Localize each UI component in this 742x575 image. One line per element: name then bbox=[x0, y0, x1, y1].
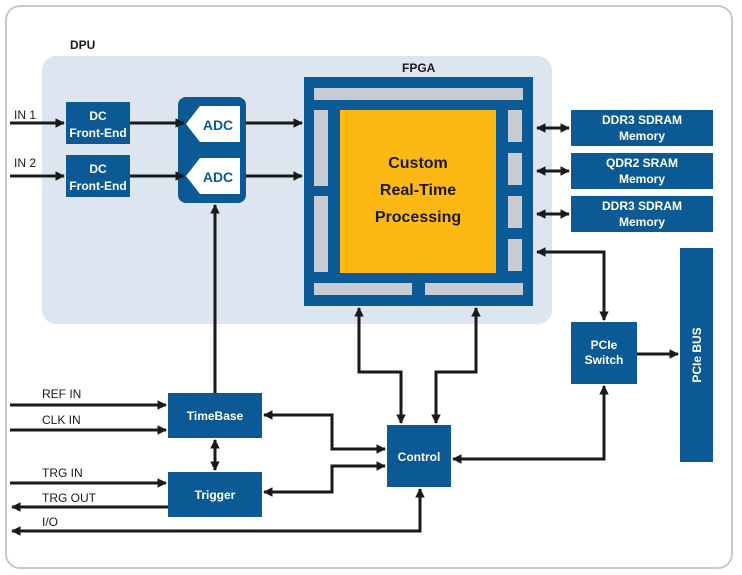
adc-1-label: ADC bbox=[203, 117, 233, 133]
svg-text:DC: DC bbox=[89, 162, 107, 176]
svg-text:PCIe BUS: PCIe BUS bbox=[690, 327, 704, 382]
ref-in-label: REF IN bbox=[42, 387, 81, 401]
pcie-bus: PCIe BUS bbox=[680, 248, 713, 462]
pcie-switch: PCIe Switch bbox=[571, 322, 637, 384]
svg-text:DDR3 SDRAM: DDR3 SDRAM bbox=[602, 113, 682, 127]
svg-text:Front-End: Front-End bbox=[69, 126, 126, 140]
control-block: Control bbox=[387, 425, 451, 487]
memory-ddr3-bottom: DDR3 SDRAM Memory bbox=[571, 196, 713, 232]
core-line-1: Custom bbox=[388, 155, 448, 172]
svg-text:QDR2 SRAM: QDR2 SRAM bbox=[606, 156, 678, 170]
svg-text:Trigger: Trigger bbox=[195, 488, 236, 502]
fpga-label: FPGA bbox=[402, 61, 436, 75]
clk-in-label: CLK IN bbox=[42, 413, 81, 427]
svg-text:DC: DC bbox=[89, 109, 107, 123]
in1-label: IN 1 bbox=[14, 108, 36, 122]
svg-text:TimeBase: TimeBase bbox=[187, 409, 244, 423]
processing-core bbox=[340, 110, 496, 273]
timebase-block: TimeBase bbox=[168, 393, 262, 438]
connections bbox=[10, 118, 679, 536]
svg-text:Front-End: Front-End bbox=[69, 179, 126, 193]
svg-text:PCIe: PCIe bbox=[591, 338, 618, 352]
trigger-block: Trigger bbox=[168, 472, 262, 517]
svg-text:Switch: Switch bbox=[585, 353, 624, 367]
adc-group: ADC ADC bbox=[178, 97, 246, 203]
svg-text:Memory: Memory bbox=[619, 172, 665, 186]
fpga-block: Custom Real-Time Processing bbox=[304, 77, 533, 306]
trg-in-label: TRG IN bbox=[42, 466, 83, 480]
dc-front-end-2: DC Front-End bbox=[66, 155, 130, 197]
in2-label: IN 2 bbox=[14, 156, 36, 170]
memory-qdr2: QDR2 SRAM Memory bbox=[571, 153, 713, 189]
core-line-2: Real-Time bbox=[380, 182, 456, 199]
io-label: I/O bbox=[42, 515, 58, 529]
dc-front-end-1: DC Front-End bbox=[66, 102, 130, 144]
adc-2-label: ADC bbox=[203, 169, 233, 185]
dpu-label: DPU bbox=[70, 38, 95, 52]
trg-out-label: TRG OUT bbox=[42, 491, 97, 505]
svg-text:Memory: Memory bbox=[619, 215, 665, 229]
core-line-3: Processing bbox=[375, 209, 461, 226]
svg-text:Control: Control bbox=[398, 450, 441, 464]
svg-text:Memory: Memory bbox=[619, 129, 665, 143]
svg-text:DDR3 SDRAM: DDR3 SDRAM bbox=[602, 199, 682, 213]
memory-ddr3-top: DDR3 SDRAM Memory bbox=[571, 110, 713, 146]
